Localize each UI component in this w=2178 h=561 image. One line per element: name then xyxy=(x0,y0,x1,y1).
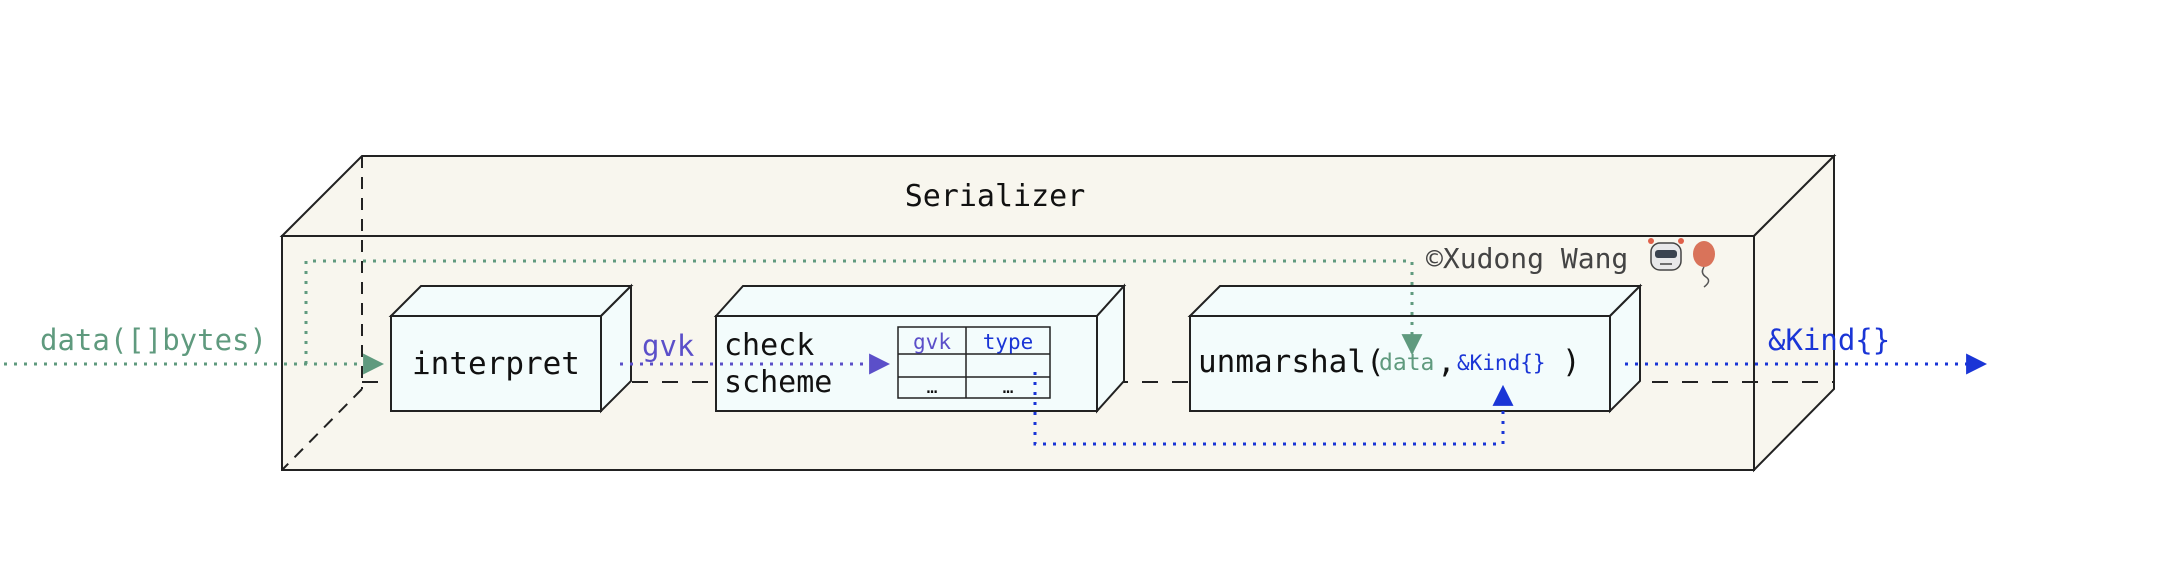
unmarshal-box xyxy=(1187,283,1643,414)
table-cell-gvk: … xyxy=(927,377,938,398)
input-data-label: data([]bytes) xyxy=(40,323,267,357)
robot-icon xyxy=(1648,238,1684,271)
check-scheme-box xyxy=(713,283,1127,414)
copyright-text: ©Xudong Wang xyxy=(1426,242,1628,275)
check-label: check xyxy=(724,328,814,363)
output-kind-label: &Kind{} xyxy=(1768,323,1890,357)
table-cell-type: … xyxy=(1003,377,1014,398)
scheme-label: scheme xyxy=(724,365,832,400)
gvk-label: gvk xyxy=(642,329,695,363)
container-title: Serializer xyxy=(905,179,1086,214)
balloon-icon xyxy=(1693,241,1715,288)
unmarshal-suffix: ) xyxy=(1562,344,1581,380)
interpret-box xyxy=(388,283,634,414)
unmarshal-prefix: unmarshal( xyxy=(1198,344,1385,380)
table-header-type: type xyxy=(983,330,1034,354)
data-passthrough-path xyxy=(304,259,1423,364)
unmarshal-arg-data: data xyxy=(1379,350,1434,376)
table-header-gvk: gvk xyxy=(913,330,951,354)
interpret-label: interpret xyxy=(412,346,580,382)
unmarshal-separator: , xyxy=(1437,344,1456,380)
unmarshal-arg-kind: &Kind{} xyxy=(1457,351,1546,375)
scheme-table xyxy=(897,326,1051,399)
